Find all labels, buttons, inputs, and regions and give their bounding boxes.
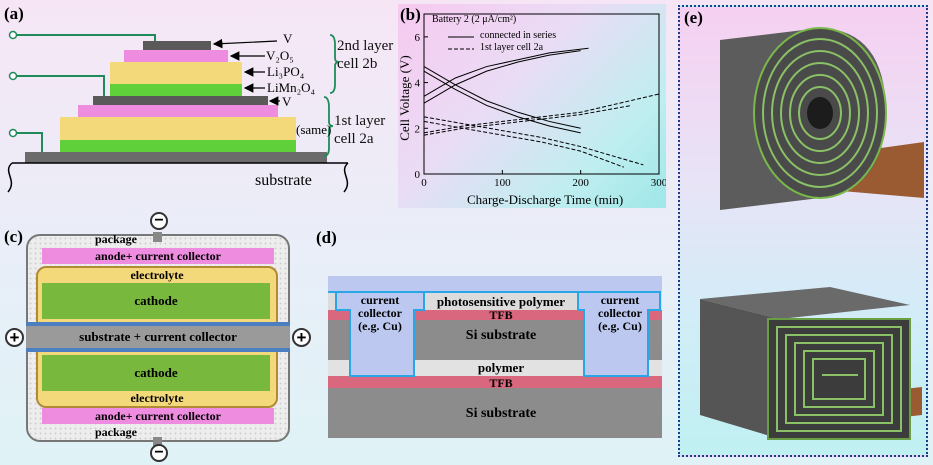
- cc-right-line2: collector: [598, 306, 642, 320]
- terminal-top: [8, 30, 18, 40]
- polymer-label: polymer: [477, 360, 525, 375]
- x-tick-label: 0: [421, 177, 427, 189]
- panel-e-label: (e): [684, 8, 703, 27]
- current-collector-right-label: current collector (e.g. Cu): [570, 294, 670, 333]
- series-line-0: [423, 50, 581, 104]
- si-substrate-bottom-label: Si substrate: [465, 406, 537, 421]
- chart-frame: [423, 13, 660, 175]
- group-1st-layer-label: 1st layer cell 2a: [334, 112, 385, 148]
- legend-series-1: connected in series: [480, 30, 557, 41]
- series-line-3: [423, 70, 581, 134]
- collector-stripe-top: [26, 322, 290, 326]
- panel-a-diagram: [7, 30, 349, 193]
- substrate-label: substrate: [255, 172, 312, 189]
- current-collector-left-label: current collector (e.g. Cu): [330, 294, 430, 333]
- layer-label-v2o5: V₂O₅: [266, 48, 294, 63]
- panel-a-label: (a): [4, 4, 24, 23]
- chart-header: Battery 2 (2 μA/cm²): [432, 14, 517, 25]
- layer1-limn2o4: [60, 140, 296, 152]
- anode-top-layer: anode+ current collector: [42, 248, 274, 264]
- panel-d-label: (d): [316, 228, 337, 247]
- chart-xlabel: Charge-Discharge Time (min): [467, 192, 624, 207]
- series-line-2: [423, 66, 581, 129]
- layer1-v: [93, 96, 268, 105]
- voltage-chart: 0 100 200 300 0 2 4 6: [415, 13, 666, 189]
- collector-stripe-bottom: [26, 348, 290, 352]
- layer-label-v-bottom: V: [282, 94, 292, 109]
- series-line-6: [423, 116, 644, 166]
- cc-left-line2: collector: [358, 306, 402, 320]
- negative-terminal-bottom-icon: −: [150, 444, 168, 462]
- series-line-4: [423, 104, 632, 136]
- layer-label-limn2o4: LiMn₂O₄: [267, 80, 316, 95]
- rolled-battery-cylinder: [720, 27, 924, 210]
- layer2-v2o5: [124, 50, 228, 62]
- terminal-bottom: [8, 128, 18, 138]
- positive-terminal-right-icon: +: [292, 328, 311, 347]
- layer2-limn2o4: [110, 84, 242, 96]
- si-substrate-top-label: Si substrate: [465, 328, 537, 343]
- layer1-li3po4: [60, 117, 296, 140]
- series-line-7: [423, 120, 624, 168]
- folded-battery-block: [700, 287, 922, 440]
- legend-series-2: 1st layer cell 2a: [480, 42, 544, 53]
- cathode-top-layer: cathode: [42, 283, 270, 319]
- electrolyte-top-label: electrolyte: [130, 268, 184, 282]
- anode-bottom-layer: anode+ current collector: [42, 408, 274, 424]
- package-bottom-label: package: [95, 425, 137, 439]
- y-tick-label: 0: [415, 169, 421, 181]
- group-2nd-line2: cell 2b: [337, 56, 378, 72]
- series-line-5: [423, 93, 660, 134]
- x-tick-label: 200: [572, 177, 589, 189]
- cc-right-line3: (e.g. Cu): [598, 319, 642, 333]
- group-2nd-line1: 2nd layer: [337, 38, 394, 54]
- y-tick-label: 6: [415, 32, 421, 44]
- top-terminal-tab: [153, 232, 162, 242]
- layer-label-v-top: V: [283, 31, 293, 46]
- group-2nd-layer-label: 2nd layer cell 2b: [337, 37, 393, 73]
- layer2-li3po4: [110, 62, 242, 84]
- layer1-v2o5: [78, 105, 278, 117]
- same-label: (same): [296, 122, 332, 137]
- group-1st-line2: cell 2a: [334, 131, 374, 147]
- series-line-1: [423, 47, 589, 97]
- photosensitive-polymer-label: photosensitive polymer: [436, 294, 566, 309]
- negative-terminal-top-icon: −: [150, 212, 168, 230]
- cc-left-line3: (e.g. Cu): [358, 319, 402, 333]
- package-top-label: package: [95, 232, 137, 246]
- electrolyte-bottom-label: electrolyte: [130, 391, 184, 405]
- chart-ylabel: Cell Voltage (V): [397, 55, 412, 141]
- x-tick-label: 300: [651, 177, 666, 189]
- panel-b-label: (b): [400, 5, 421, 24]
- tfb-bottom-label: TFB: [489, 376, 513, 390]
- layer2-v: [143, 41, 211, 50]
- panel-d-cross-section: [328, 276, 662, 438]
- x-tick-label: 100: [494, 177, 511, 189]
- substrate-bar: [25, 152, 327, 163]
- group-1st-line1: 1st layer: [334, 113, 386, 129]
- y-tick-label: 4: [415, 78, 421, 90]
- tfb-top-label: TFB: [489, 308, 513, 322]
- positive-terminal-left-icon: +: [5, 328, 24, 347]
- cc-left-line1: current: [360, 293, 400, 307]
- wires: [17, 34, 156, 152]
- bottom-terminal-tab: [153, 437, 162, 447]
- layer-label-li3po4: Li₃PO₄: [267, 64, 305, 79]
- substrate-collector-layer: substrate + current collector: [26, 326, 290, 348]
- panel-c-label: (c): [4, 227, 23, 246]
- y-tick-label: 2: [415, 123, 421, 135]
- terminal-mid: [8, 71, 18, 81]
- cathode-bottom-layer: cathode: [42, 355, 270, 391]
- cc-right-line1: current: [600, 293, 640, 307]
